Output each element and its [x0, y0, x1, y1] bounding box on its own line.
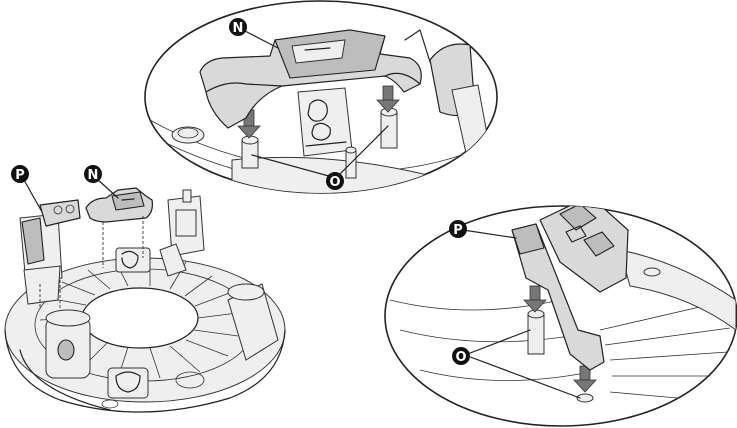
right-detail-view: P O	[385, 196, 737, 426]
svg-text:P: P	[15, 168, 25, 183]
svg-text:O: O	[455, 350, 466, 365]
top-detail-view: N O	[145, 1, 497, 200]
post-upper	[528, 310, 544, 354]
front-tube	[46, 310, 90, 378]
post-right	[381, 108, 397, 148]
callout-o-right: O	[452, 347, 470, 365]
center-module	[116, 248, 150, 272]
svg-text:N: N	[88, 168, 99, 183]
callout-p-left: P	[11, 165, 29, 183]
callout-p-right: P	[449, 220, 467, 238]
callout-n-top: N	[229, 18, 247, 36]
callout-o-top: O	[326, 172, 344, 190]
overview-base-assembly: P N	[5, 165, 285, 412]
svg-text:N: N	[233, 21, 244, 36]
svg-text:P: P	[453, 223, 463, 238]
part-n-floating	[86, 188, 152, 222]
callout-n-left: N	[84, 165, 102, 183]
svg-text:O: O	[329, 175, 340, 190]
post-left	[242, 136, 258, 168]
front-clip	[108, 368, 148, 398]
